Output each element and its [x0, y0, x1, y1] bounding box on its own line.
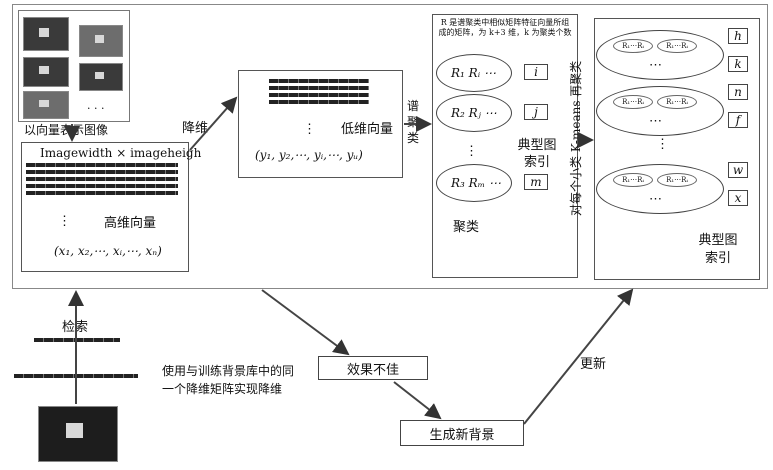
- update-label: 更新: [580, 357, 607, 372]
- subcluster-ellipse: R₁⋯Rᵢ R₁⋯Rᵢ ⋯: [596, 86, 724, 136]
- low-dim-vdots: ⋮: [303, 122, 316, 137]
- image-thumbnails: · · ·: [18, 10, 130, 122]
- high-dim-bars: [26, 163, 178, 198]
- cluster-members: R₂ Rⱼ ⋯: [451, 106, 497, 120]
- cluster-members: R₁ Rᵢ ⋯: [451, 66, 496, 80]
- high-dim-title: Imagewidth × imageheigh: [40, 146, 202, 160]
- query-image: [38, 406, 118, 462]
- subcluster-dots: ⋯: [649, 114, 662, 129]
- cluster-members: R₃ Rₘ ⋯: [451, 176, 501, 190]
- typical-index-label-1: 典型图索引: [517, 138, 557, 170]
- typical-index-label-2: 典型图索引: [698, 233, 738, 266]
- cluster-note: R 是谱聚类中相似矩阵特征向量所组成的矩阵，为 k+3 维，k 为聚类个数: [438, 18, 572, 37]
- subcluster-pill: R₁⋯Rᵢ: [613, 95, 653, 109]
- cluster-ellipse: R₁ Rᵢ ⋯: [436, 54, 512, 92]
- subcluster-dots: ⋯: [649, 192, 662, 207]
- high-dim-box: Imagewidth × imageheigh ⋮ 高维向量 (x₁, x₂,⋯…: [21, 142, 201, 272]
- high-dim-vector-label: 高维向量: [104, 216, 157, 231]
- low-dim-box: ⋮ 低维向量 (y₁, y₂,⋯, yᵢ,⋯, yᵤ): [238, 70, 403, 178]
- poor-effect-box: 效果不佳: [318, 356, 428, 380]
- subcluster-pill: R₁⋯Rᵢ: [657, 39, 697, 53]
- subcluster-ellipse: R₁⋯Rᵢ R₁⋯Rᵢ ⋯: [596, 164, 724, 214]
- subcluster-ellipse: R₁⋯Rᵢ R₁⋯Rᵢ ⋯: [596, 30, 724, 80]
- thumbnail-ellipsis: · · ·: [87, 102, 105, 115]
- low-dim-vector-label: 低维向量: [341, 122, 394, 137]
- subcluster-pill: R₁⋯Rᵢ: [613, 39, 653, 53]
- subcluster-dots: ⋯: [649, 58, 662, 73]
- subcluster-vdots: ⋮: [656, 137, 669, 152]
- cluster-index-box: j: [524, 104, 548, 120]
- subcluster-pill: R₁⋯Rᵢ: [613, 173, 653, 187]
- dim-reduce-label: 降维: [182, 121, 209, 136]
- same-matrix-note: 使用与训练背景库中的同一个降维矩阵实现降维: [162, 364, 295, 396]
- cluster-ellipse: R₃ Rₘ ⋯: [436, 164, 512, 202]
- subcluster-index-box-top: h: [728, 28, 748, 44]
- low-dim-formula: (y₁, y₂,⋯, yᵢ,⋯, yᵤ): [255, 148, 363, 162]
- thumbnail: [23, 57, 69, 87]
- cluster-ellipse: R₂ Rⱼ ⋯: [436, 94, 512, 132]
- high-dim-formula: (x₁, x₂,⋯, xᵢ,⋯, xₙ): [54, 244, 162, 258]
- subcluster-index-box-bottom: k: [728, 56, 748, 72]
- subcluster-index-box-bottom: f: [728, 112, 748, 128]
- subcluster-index-box-top: w: [728, 162, 748, 178]
- thumbnail: [79, 25, 123, 57]
- cluster-index-box: m: [524, 174, 548, 190]
- clusters-label: 聚类: [453, 220, 480, 235]
- subcluster-index-box-top: n: [728, 84, 748, 100]
- thumbnail: [23, 17, 69, 51]
- high-dim-vdots: ⋮: [58, 214, 71, 229]
- subcluster-pill: R₁⋯Rᵢ: [657, 95, 697, 109]
- cluster-index-box: i: [524, 64, 548, 80]
- cluster-vdots: ⋮: [465, 144, 478, 159]
- new-background-box: 生成新背景: [400, 420, 524, 446]
- low-dim-bars: [269, 79, 369, 107]
- thumbnail: [23, 91, 69, 119]
- subcluster-pill: R₁⋯Rᵢ: [657, 173, 697, 187]
- thumbnail: [79, 63, 123, 91]
- subcluster-index-box-bottom: x: [728, 190, 748, 206]
